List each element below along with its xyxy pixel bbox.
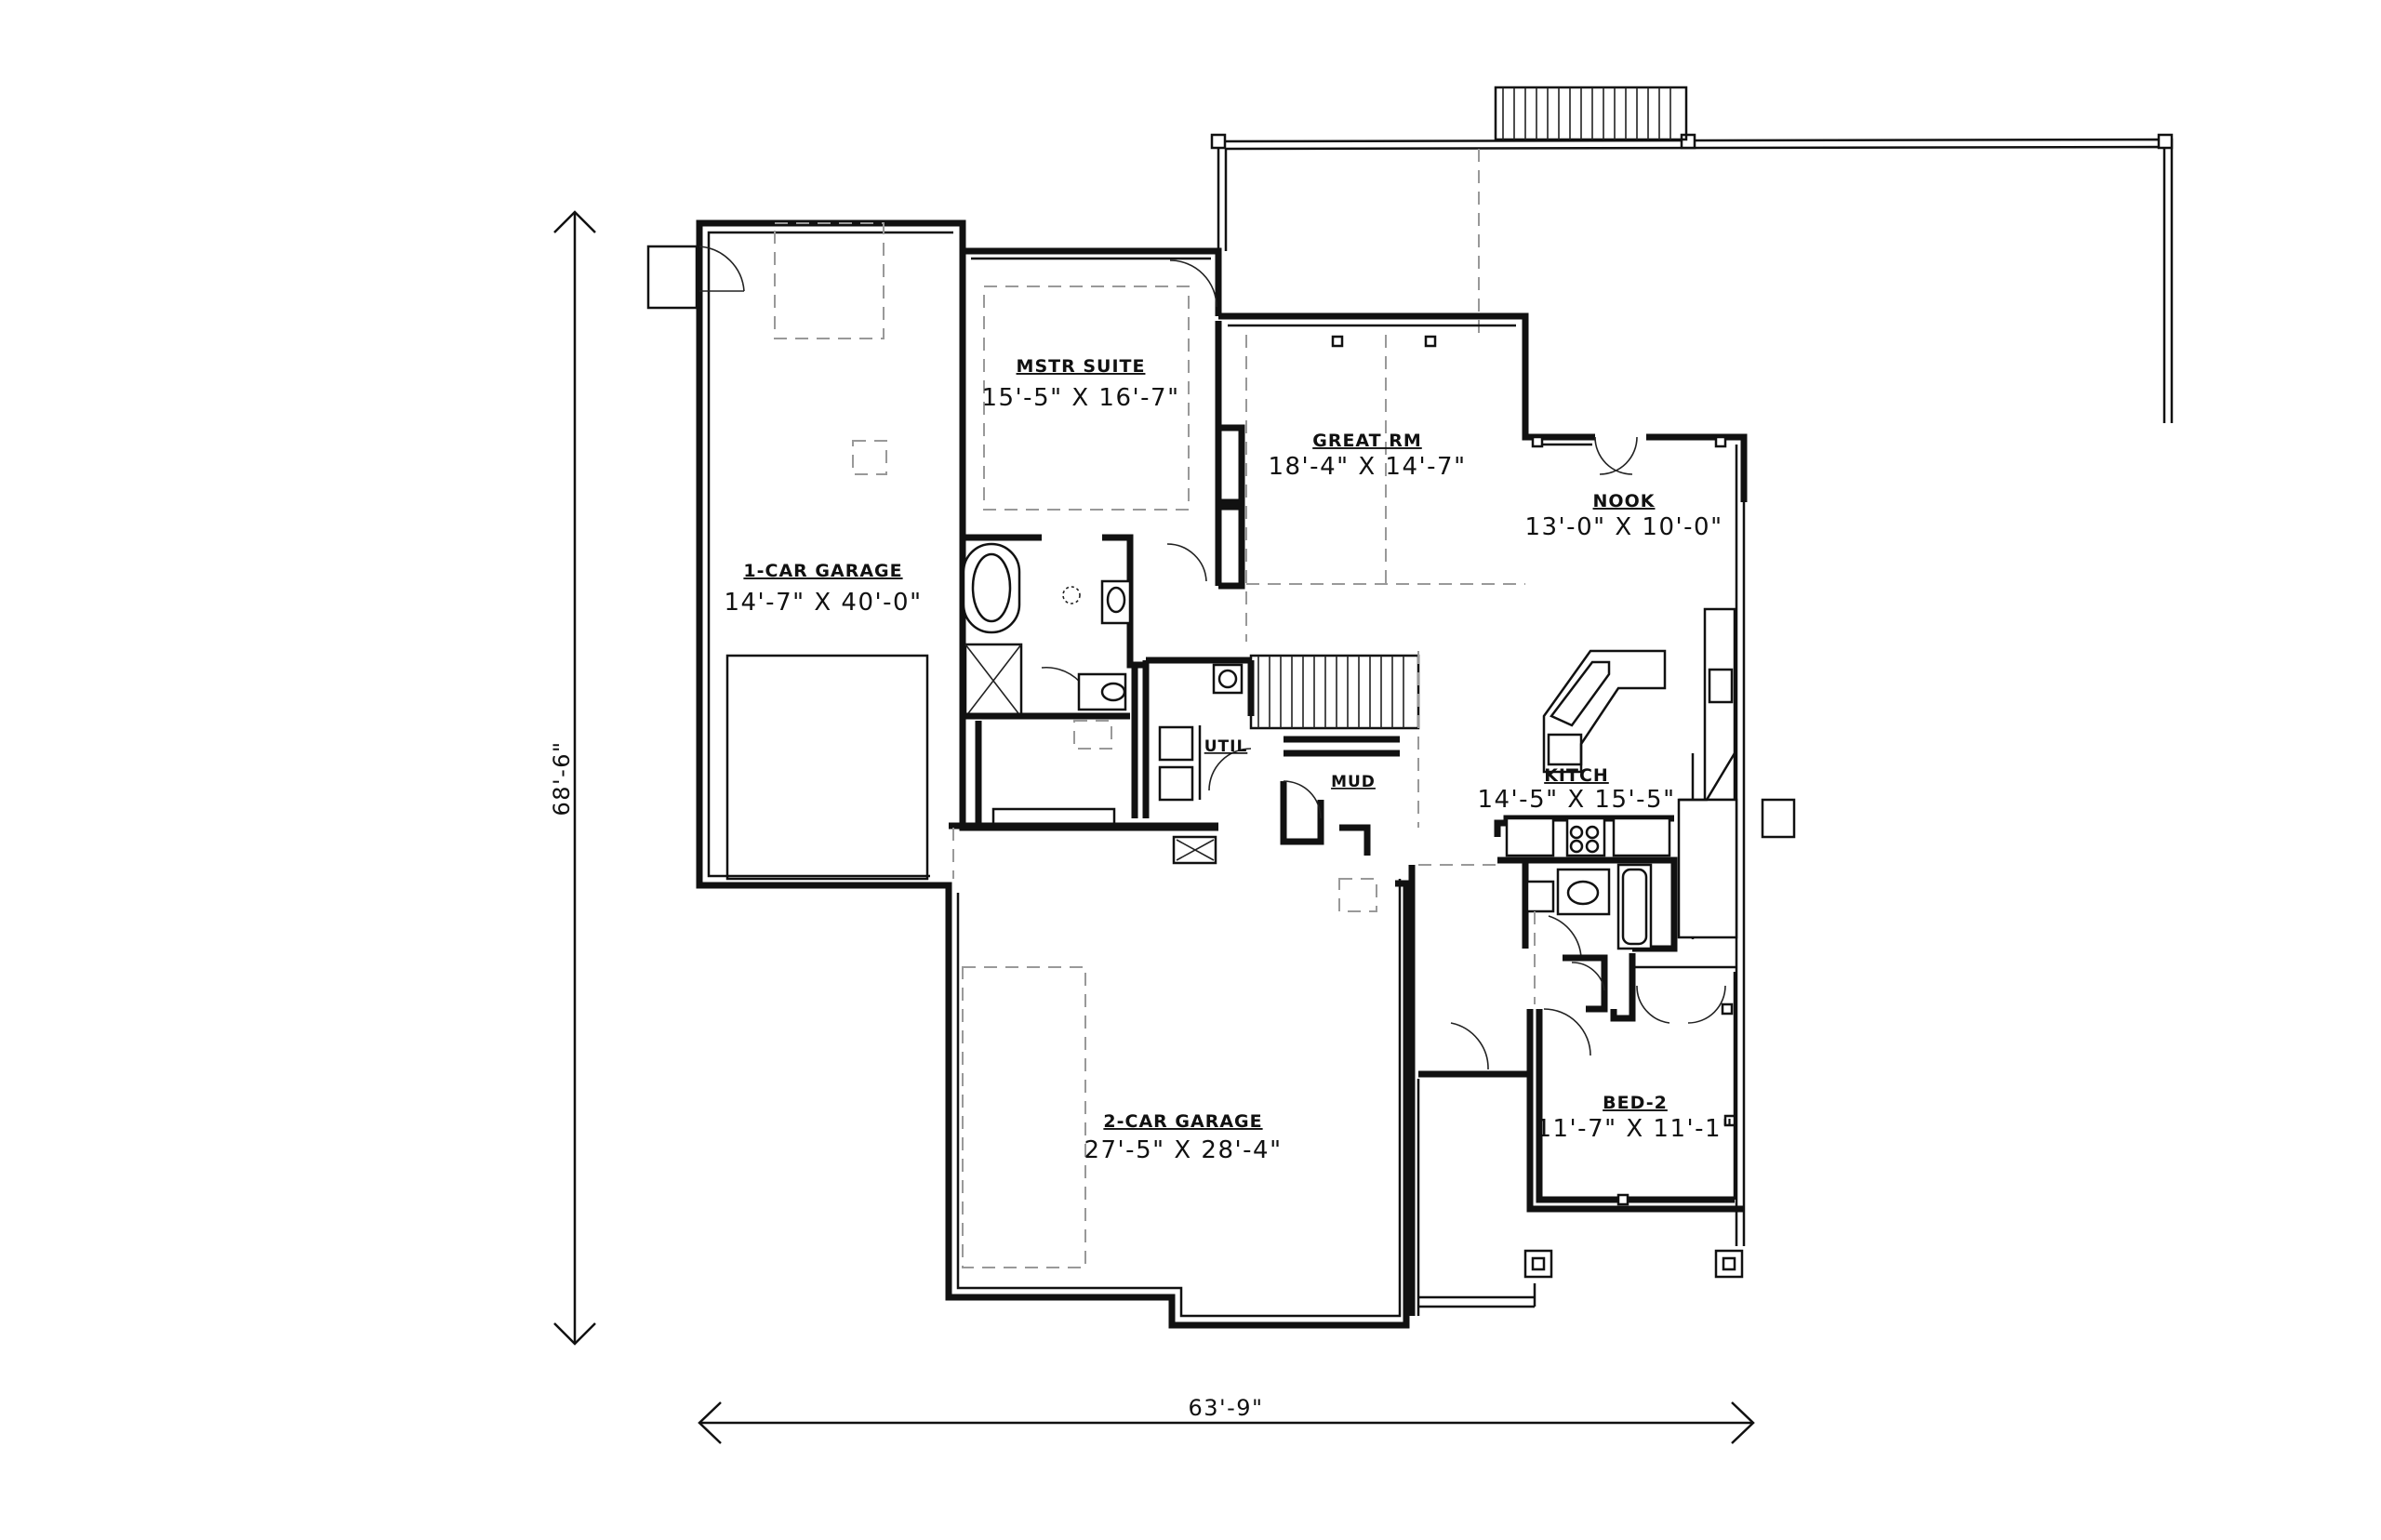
bedroom-two <box>1526 798 1796 1213</box>
room-size-garage2: 27'-5" X 28'-4" <box>1084 1136 1282 1164</box>
bath-two <box>1497 856 1736 1013</box>
room-name-garage2: 2-CAR GARAGE <box>1103 1111 1262 1132</box>
room-size-master: 15'-5" X 16'-7" <box>981 384 1179 412</box>
room-size-bed2: 11'-7" X 11'-1" <box>1536 1115 1734 1143</box>
room-name-kitch: KITCH <box>1544 765 1609 786</box>
patio-stairs <box>1494 86 1688 141</box>
room-name-mud: MUD <box>1331 773 1376 791</box>
one-car-garage <box>646 219 966 889</box>
front-porch <box>1408 865 1744 1316</box>
room-name-nook: NOOK <box>1593 491 1656 511</box>
room-size-great: 18'-4" X 14'-7" <box>1268 453 1466 481</box>
room-name-garage1: 1-CAR GARAGE <box>743 561 902 581</box>
overall-depth-label: 68'-6" <box>549 740 575 816</box>
room-name-util: UTIL <box>1204 737 1248 756</box>
room-name-great: GREAT RM <box>1312 431 1422 451</box>
dimension-width: 63'-9" <box>698 1395 1755 1444</box>
room-name-master: MSTR SUITE <box>1017 356 1146 377</box>
dimension-depth: 68'-6" <box>549 210 596 1346</box>
room-labels: 1-CAR GARAGE 14'-7" X 40'-0" MSTR SUITE … <box>724 356 1734 1164</box>
overall-width-label: 63'-9" <box>1188 1395 1263 1421</box>
room-size-nook: 13'-0" X 10'-0" <box>1524 513 1723 541</box>
two-car-garage <box>939 822 1410 1329</box>
room-size-garage1: 14'-7" X 40'-0" <box>724 589 922 617</box>
covered-patio <box>1210 133 2174 423</box>
room-name-bed2: BED-2 <box>1603 1093 1668 1113</box>
room-size-kitch: 14'-5" X 15'-5" <box>1477 786 1675 814</box>
nook-kitchen <box>1418 335 1748 1246</box>
great-room <box>1215 312 1529 828</box>
